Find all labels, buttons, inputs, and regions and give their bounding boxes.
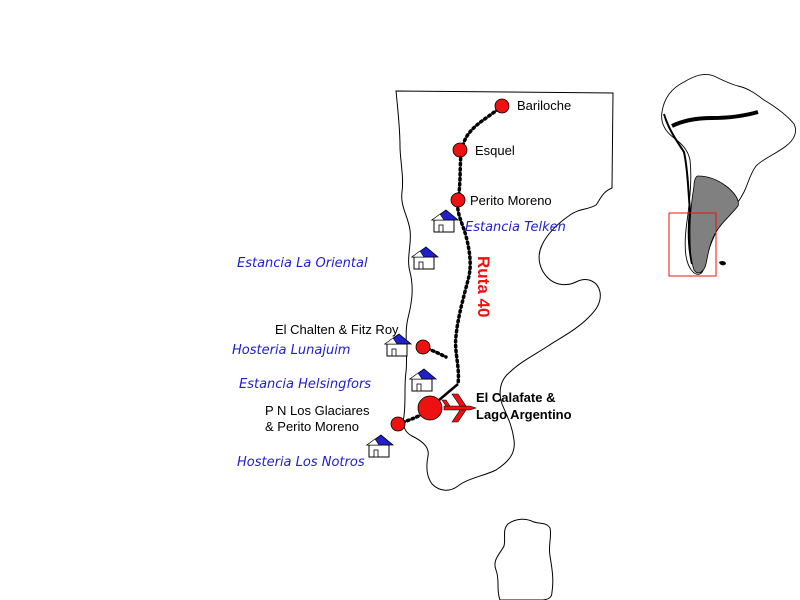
city-markers xyxy=(390,98,510,432)
estancia-label-helsingfors: Estancia Helsingfors xyxy=(239,377,371,392)
tierra-del-fuego xyxy=(494,518,554,600)
inset-highlight-box xyxy=(668,212,717,277)
house-icon xyxy=(384,333,412,357)
city-label-el-chalten: El Chalten & Fitz Roy xyxy=(275,322,399,337)
argentina-region xyxy=(689,175,739,274)
patagonia-outline xyxy=(395,90,614,600)
estancia-label-los-notros: Hosteria Los Notros xyxy=(237,455,365,470)
city-marker-el-chalten xyxy=(415,339,431,355)
city-label-pn-los-glaciares-line1: P N Los Glaciares xyxy=(265,403,370,418)
tierra-del-fuego-inset xyxy=(719,260,726,266)
estancia-label-la-oriental: Estancia La Oriental xyxy=(237,256,368,271)
house-icon xyxy=(431,209,459,233)
andes-line xyxy=(663,113,693,265)
estancia-label-telken: Estancia Telken xyxy=(465,220,566,235)
house-icon xyxy=(366,434,394,458)
airplane-icon xyxy=(441,393,477,423)
city-marker-bariloche xyxy=(494,98,510,114)
city-marker-perito-moreno-town xyxy=(450,192,466,208)
estancia-label-lunajuim: Hosteria Lunajuim xyxy=(232,343,350,358)
house-icon xyxy=(409,368,437,392)
hub-label-line2: Lago Argentino xyxy=(476,407,572,422)
hub-label-line1: El Calafate & xyxy=(476,390,555,405)
city-label-perito-moreno-town: Perito Moreno xyxy=(470,193,552,208)
santa-cruz-coastline xyxy=(395,90,614,491)
city-label-pn-los-glaciares-line2: & Perito Moreno xyxy=(265,419,359,434)
city-marker-esquel xyxy=(452,142,468,158)
city-marker-el-calafate xyxy=(417,395,443,421)
city-label-bariloche: Bariloche xyxy=(517,98,571,113)
amazon-river xyxy=(671,110,759,128)
house-icon xyxy=(411,246,439,270)
city-label-esquel: Esquel xyxy=(475,143,515,158)
south-america-map-icon xyxy=(661,73,797,277)
city-marker-pn-los-glaciares xyxy=(390,416,406,432)
ruta-40-line xyxy=(453,104,504,386)
south-america-outline xyxy=(661,73,797,275)
route-label: Ruta 40 xyxy=(474,256,493,317)
